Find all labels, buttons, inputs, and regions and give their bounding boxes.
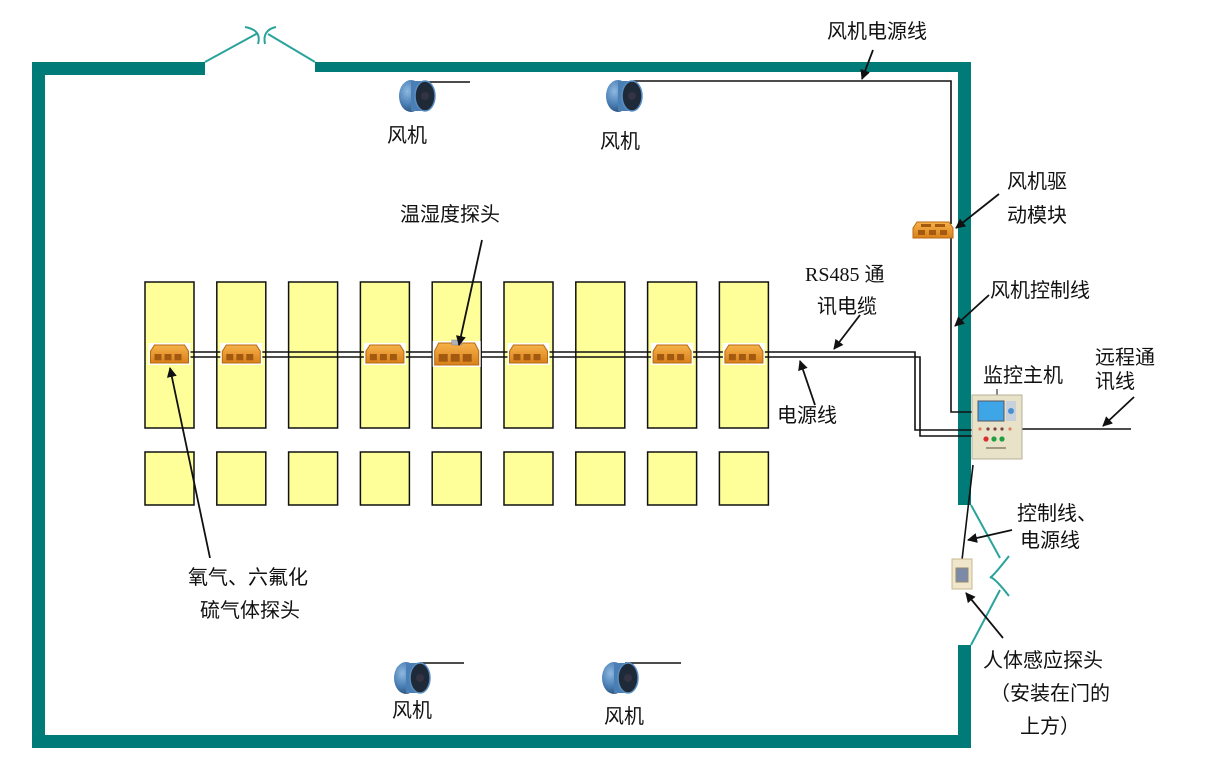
fan-driver-module[interactable] xyxy=(912,221,954,239)
cabinet-short xyxy=(144,451,195,506)
rs485-cable-label-2: 讯电缆 xyxy=(817,294,877,318)
control-power-line-label-1: 控制线、 xyxy=(1017,501,1097,525)
cabinet-short xyxy=(718,451,770,506)
wall-top-right xyxy=(315,62,971,72)
cabinet-tall xyxy=(287,281,339,429)
wall-right-lower xyxy=(958,645,971,748)
monitor-host-label: 监控主机 xyxy=(983,363,1063,387)
control-button-green[interactable] xyxy=(999,436,1005,442)
arrow-rs485-cable xyxy=(833,314,861,350)
control-button-red[interactable] xyxy=(983,436,989,442)
fan-bottom-right-icon[interactable] xyxy=(602,662,639,694)
fan-bottom-left-icon[interactable] xyxy=(394,662,431,694)
fan-power-line-label: 风机电源线 xyxy=(827,19,927,43)
fan-label-bottom-left: 风机 xyxy=(392,698,432,722)
fan-label-top-left: 风机 xyxy=(387,123,427,147)
body-sensor-label-1: 人体感应探头 xyxy=(983,648,1103,672)
wall-right-upper xyxy=(958,62,971,505)
fan-label-top-right: 风机 xyxy=(600,129,640,153)
gas-probe[interactable] xyxy=(651,343,694,365)
cabinet-short xyxy=(431,451,482,506)
top-door[interactable] xyxy=(204,26,316,63)
arrow-temp-humidity-probe xyxy=(456,239,483,346)
indicator-led xyxy=(993,427,997,431)
body-sensor-label-3: 上方） xyxy=(1020,714,1080,738)
control-button-green[interactable] xyxy=(991,436,997,442)
control-power-cable-to-sensor xyxy=(961,464,974,561)
wall-bottom xyxy=(32,735,971,748)
remote-comm-line-label-2: 讯线 xyxy=(1095,369,1135,393)
cabinet-short xyxy=(287,451,339,506)
wall-left xyxy=(32,62,45,748)
fan-label-bottom-right: 风机 xyxy=(604,704,644,728)
indicator-led xyxy=(1000,427,1004,431)
rs485-cable-label-1: RS485 通 xyxy=(805,264,885,286)
fan-top-right-icon[interactable] xyxy=(606,80,643,112)
arrow-body-sensor xyxy=(965,592,1004,639)
cabinet-short xyxy=(575,451,626,506)
fans xyxy=(394,80,643,694)
body-sensor-label-2: （安装在门的 xyxy=(990,681,1110,705)
fan-top-left-icon[interactable] xyxy=(399,80,436,112)
arrow-fan-control-line xyxy=(954,294,990,327)
gas-probe-label-1: 氧气、六氟化 xyxy=(188,565,308,589)
gas-probe[interactable] xyxy=(148,343,191,365)
right-door[interactable] xyxy=(970,504,1010,646)
indicator-led xyxy=(978,427,982,431)
arrow-remote-comm-line xyxy=(1102,396,1135,427)
temp-humidity-probe-label: 温湿度探头 xyxy=(400,202,500,226)
power-line-label: 电源线 xyxy=(777,403,837,427)
arrow-gas-probe xyxy=(166,367,211,559)
cabinet-short xyxy=(646,451,698,506)
gas-probe[interactable] xyxy=(363,343,406,365)
remote-comm-line-label-1: 远程通 xyxy=(1095,345,1155,369)
arrow-power-line xyxy=(798,360,816,406)
temp-humidity-probe[interactable] xyxy=(432,339,481,367)
gas-probe[interactable] xyxy=(722,343,765,365)
monitor-host[interactable] xyxy=(971,389,1023,460)
room-walls xyxy=(32,62,971,748)
wall-top-left xyxy=(32,62,205,75)
fan-driver-module-label-1: 风机驱 xyxy=(1007,169,1067,193)
gas-probe[interactable] xyxy=(220,343,263,365)
callout-arrows xyxy=(166,49,1135,639)
arrow-control-power-line xyxy=(967,529,1013,543)
gas-probe-label-2: 硫气体探头 xyxy=(200,598,300,622)
cable-sensors xyxy=(148,339,765,367)
gas-probe[interactable] xyxy=(507,343,550,365)
cabinet-short xyxy=(503,451,554,506)
fan-power-cable xyxy=(633,80,975,413)
arrow-fan-driver-module xyxy=(955,193,1000,229)
fan-driver-module-label-2: 动模块 xyxy=(1007,203,1067,227)
rs485-and-power-cable xyxy=(150,351,975,437)
cabinet-rows xyxy=(144,281,770,506)
arrow-fan-power-line xyxy=(860,49,874,80)
indicator-led xyxy=(1008,427,1012,431)
indicator-led xyxy=(986,427,990,431)
fan-control-line-label: 风机控制线 xyxy=(990,278,1090,302)
cabinet-short xyxy=(216,451,267,506)
control-power-line-label-2: 电源线 xyxy=(1020,528,1080,552)
body-sensor-probe[interactable] xyxy=(951,558,973,590)
cabinet-tall xyxy=(575,281,626,429)
monitor-host-screen xyxy=(977,400,1005,422)
cabinet-short xyxy=(359,451,411,506)
